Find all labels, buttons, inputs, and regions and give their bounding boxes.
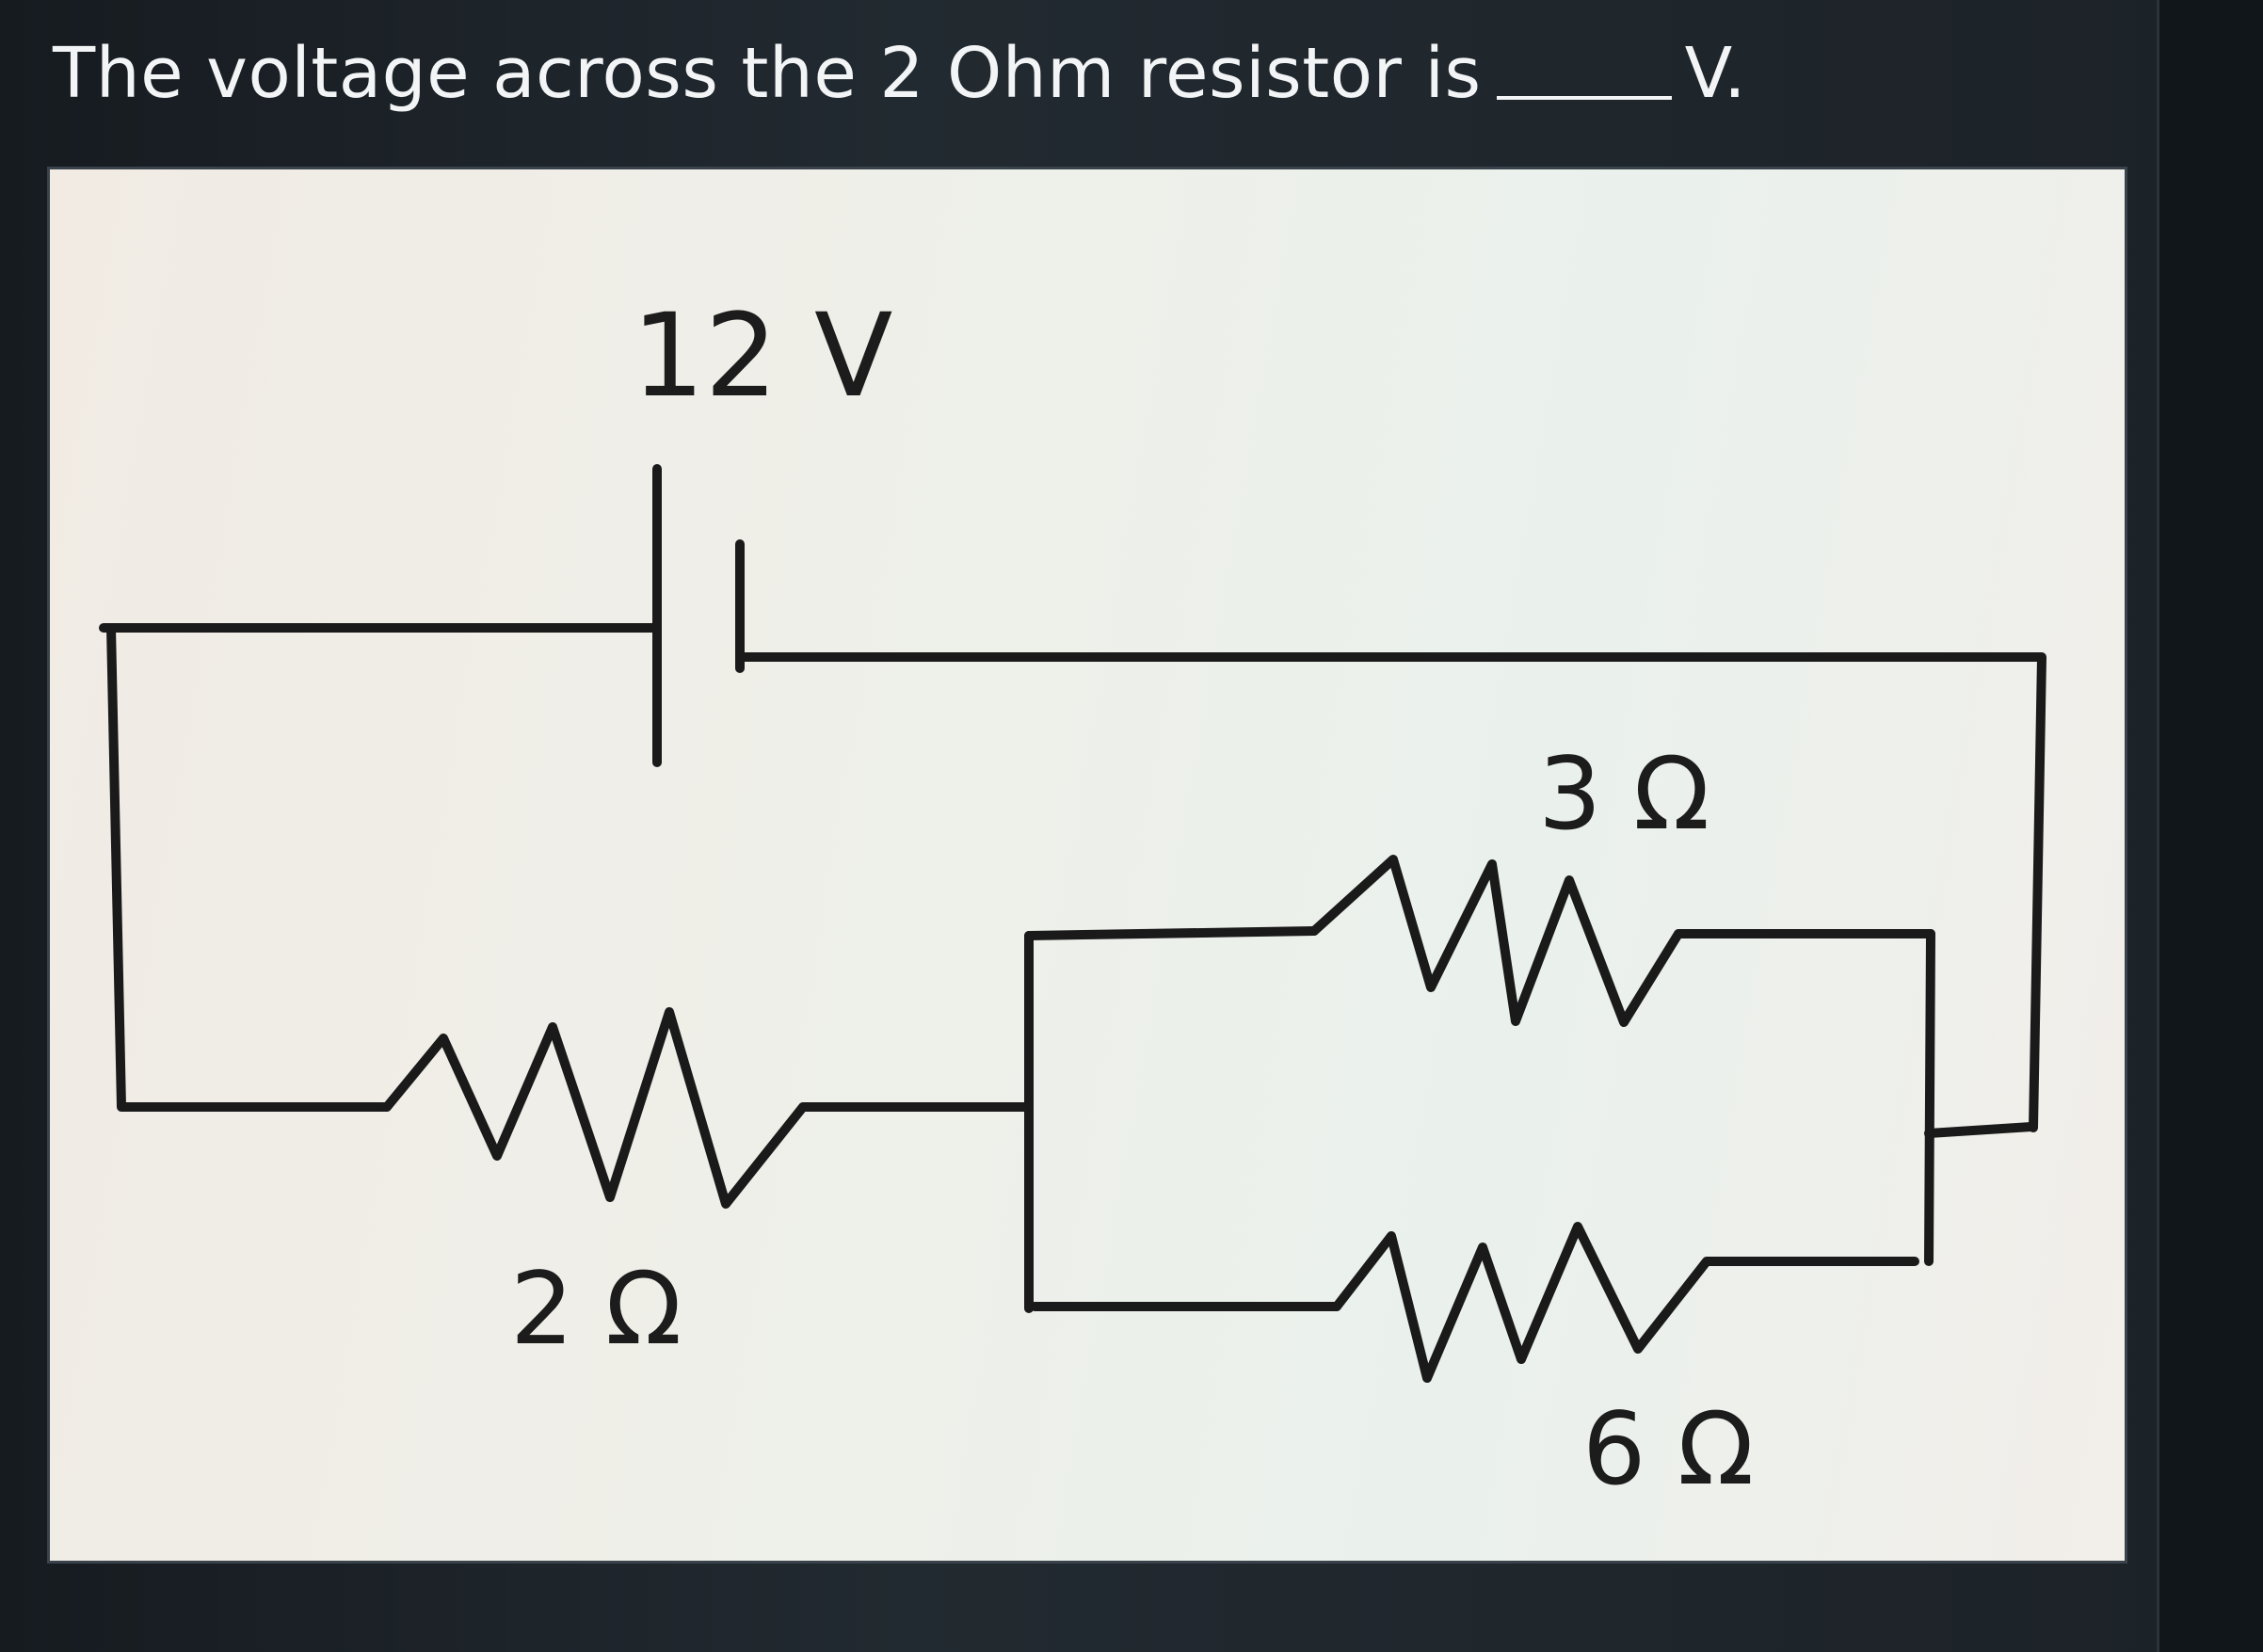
circuit-diagram: 12 V 3 Ω 2 Ω 6 Ω xyxy=(50,169,2125,1561)
source-label: 12 V xyxy=(632,289,892,423)
monitor-edge xyxy=(2157,0,2263,1652)
wire-parallel-right xyxy=(1924,929,1935,1266)
answer-blank xyxy=(1496,47,1672,100)
label-2-ohm: 2 Ω xyxy=(510,1251,682,1367)
resistor-6-ohm xyxy=(1332,1222,1919,1383)
circuit-svg: 12 V 3 Ω 2 Ω 6 Ω xyxy=(99,289,2046,1507)
label-3-ohm: 3 Ω xyxy=(1538,736,1709,852)
resistor-3-ohm xyxy=(1309,855,1935,1027)
question-suffix: V. xyxy=(1684,33,1747,114)
wire-top-branch-left xyxy=(1024,926,1319,940)
question-prefix: The voltage across the 2 Ohm resistor is xyxy=(53,33,1482,114)
wire-return-top-right xyxy=(735,652,2046,1132)
resistor-2-ohm xyxy=(382,1007,1034,1209)
label-6-ohm: 6 Ω xyxy=(1582,1391,1754,1507)
wire-right-junction xyxy=(1924,1122,2036,1138)
question-text: The voltage across the 2 Ohm resistor is… xyxy=(53,26,1746,120)
wire-left-side xyxy=(106,623,392,1112)
